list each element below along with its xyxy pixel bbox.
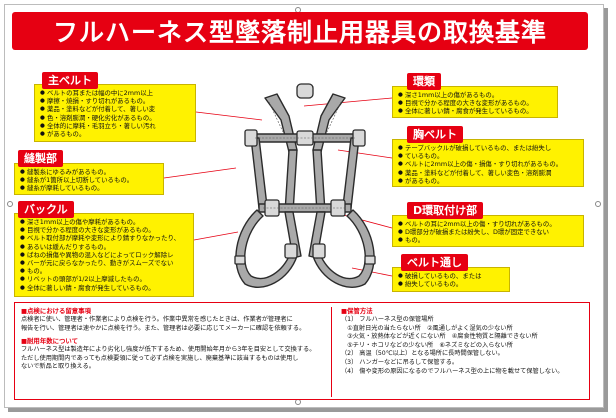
stitch-lines [255, 101, 355, 209]
right-shoulder-strap [312, 93, 346, 153]
list-item: 全体に著しい錆・腐食が発生しているもの。 [20, 284, 188, 292]
list-item: 紛失しているもの。 [398, 280, 504, 288]
storage-line: ③火気・放熱体などが近くにない所 ④腐食性物質と隔離できない所 [341, 333, 538, 341]
right-side-strap [342, 137, 360, 209]
left-shoulder-strap [264, 93, 298, 153]
list-item: バーが元に戻らなかったり、動きがスムーズでない [20, 259, 188, 267]
list-item: 縫糸が摩耗しているもの。 [20, 184, 158, 192]
left-leg-buckle [284, 243, 298, 259]
label-main-belt: 主ベルト [42, 72, 98, 89]
storage-heading: ■保管方法 [341, 307, 373, 315]
list-item: 深さ1mm以上の傷や摩耗があるもの。 [20, 218, 188, 226]
harness-hardware [234, 83, 376, 265]
label-stitching: 縫製部 [18, 150, 63, 167]
list-item: ベルトの耳または幅の中に2mm以上 [40, 89, 190, 97]
full-harness-illustration [234, 83, 376, 288]
label-rings: 環類 [407, 73, 441, 90]
list-stitching: 縫製糸にゆるみがあるもの。 縫糸が1箇所以上切断しているもの。 縫糸が摩耗してい… [20, 168, 158, 193]
list-item: もの。 [398, 236, 578, 244]
list-item: あるいは緩んだりするもの。 [20, 243, 188, 251]
list-item: 薬品・塗料などが付着して、著しい変 [40, 105, 190, 113]
list-item: 縫製糸にゆるみがあるもの。 [20, 168, 158, 176]
list-item: があるもの。 [398, 177, 578, 185]
label-d-ring-attachment: D環取付け部 [407, 202, 484, 219]
box-rings: 深さ1mm以上の傷があるもの。 目視で分かる程度の大きな変形があるもの。 全体に… [392, 86, 558, 118]
list-item: 摩擦・焼損・すり切れがあるもの。 [40, 97, 190, 105]
list-d-ring-attachment: ベルトの耳に2mm以上の傷・すり切れがあるもの。 D環部分が破損または紛失し、D… [398, 220, 578, 245]
left-side-strap [250, 137, 268, 209]
list-item: ばねの損傷や異物の混入などによってロック解除レ [20, 251, 188, 259]
list-item: ベルトに2mm以上の傷・損傷・すり切れがあるもの。 [398, 160, 578, 168]
list-main-belt: ベルトの耳または幅の中に2mm以上 摩擦・焼損・すり切れがあるもの。 薬品・塗料… [40, 89, 190, 138]
inspection-notes-heading: ■点検における留意事項 [21, 307, 91, 315]
storage-line: （1） フルハーネス型の保管場所 [341, 316, 434, 323]
label-belt-loop: ベルト通し [401, 254, 468, 271]
inspection-notes-line: 点検者に使い、管理者・作業者により点検を行う。作業中異常を感じたときは、作業者が… [21, 316, 293, 323]
list-buckle: 深さ1mm以上の傷や摩耗があるもの。 目視で分かる程度の大きな変形があるもの。 … [20, 218, 188, 292]
label-buckle: バックル [18, 201, 74, 218]
mount-hole [7, 201, 13, 207]
right-belt-loop-keeper [364, 255, 376, 265]
box-stitching: 縫製糸にゆるみがあるもの。 縫糸が1箇所以上切断しているもの。 縫糸が摩耗してい… [14, 163, 164, 195]
box-chest-belt: テープバックルが破損しているもの、または紛失し ているもの。 ベルトに2mm以上… [392, 139, 584, 187]
right-torso-strap [312, 149, 326, 213]
service-life-line: ただし使用期間内であっても点検要領に従って必ず点検を実施し、廃棄基準に該当するも… [21, 354, 299, 362]
title-banner: フルハーネス型墜落制止用器具の取換基準 [12, 12, 588, 50]
list-item: があるもの。 [40, 130, 190, 138]
service-life-line: ないで新品と取り換える。 [21, 363, 95, 371]
info-right-column: ■保管方法 （1） フルハーネス型の保管場所 ①直射日光の当たらない所 ②風通し… [341, 307, 585, 376]
list-item: 全体に著しい錆・腐食が発生しているもの。 [398, 107, 552, 115]
service-life-line: フルハーネス型は製造年により劣化し強度が低下するため、使用開始年月から3年を目安… [21, 346, 316, 354]
mount-hole [595, 201, 601, 207]
list-item: 破損しているもの、または [398, 272, 504, 280]
list-item: ているもの。 [398, 152, 578, 160]
storage-line: （3） ハンガーなどに吊るして保管する。 [341, 358, 459, 366]
box-d-ring-attachment: ベルトの耳に2mm以上の傷・すり切れがあるもの。 D環部分が破損または紛失し、D… [392, 215, 584, 247]
storage-line: ⑤チリ・ホコリなどの少ない所 ⑥ネズミなどの入らない所 [341, 341, 513, 349]
box-main-belt: ベルトの耳または幅の中に2mm以上 摩擦・焼損・すり切れがあるもの。 薬品・塗料… [34, 84, 196, 142]
list-item: リベットの頭部が1/2以上摩滅したもの。 [20, 275, 188, 283]
storage-line: （4） 傷や変形の原因になるのでフルハーネス型の上に物を載せて保管しない。 [341, 367, 564, 375]
list-belt-loop: 破損しているもの、または 紛失しているもの。 [398, 272, 504, 289]
list-item: ベルトの耳に2mm以上の傷・すり切れがあるもの。 [398, 220, 578, 228]
left-torso-strap [284, 149, 298, 213]
column-divider [331, 307, 332, 397]
info-panel: ■点検における留意事項 点検者に使い、管理者・作業者により点検を行う。作業中異常… [14, 302, 590, 400]
box-buckle: 深さ1mm以上の傷や摩耗があるもの。 目視で分かる程度の大きな変形があるもの。 … [14, 213, 194, 297]
service-life-heading: ■耐用年数について [21, 337, 78, 346]
list-item: 色・溶剤膨潤・硬化劣化があるもの。 [40, 114, 190, 122]
left-belt-loop-keeper [234, 255, 246, 265]
list-item: 目視で分かる程度の大きな変形があるもの。 [398, 99, 552, 107]
list-item: テープバックルが破損しているもの、または紛失し [398, 144, 578, 152]
list-item: D環部分が破損または紛失し、D環が固定できない [398, 228, 578, 236]
inspection-notes-line: 報告を行い、管理者は速やかに点検を行う。また、管理者は必要に応じてメーカーに確認… [21, 324, 306, 332]
list-item: 全体的に摩耗・毛羽立ち・著しい汚れ [40, 122, 190, 130]
list-item: 深さ1mm以上の傷があるもの。 [398, 91, 552, 99]
list-rings: 深さ1mm以上の傷があるもの。 目視で分かる程度の大きな変形があるもの。 全体に… [398, 91, 552, 116]
label-chest-belt: 胸ベルト [407, 126, 463, 143]
list-item: ベルト取付部が摩耗や変形により錆すりなかったり、 [20, 234, 188, 242]
page-title: フルハーネス型墜落制止用器具の取換基準 [52, 18, 547, 47]
back-d-ring [296, 83, 314, 99]
list-chest-belt: テープバックルが破損しているもの、または紛失し ているもの。 ベルトに2mm以上… [398, 144, 578, 185]
info-left-column: ■点検における留意事項 点検者に使い、管理者・作業者により点検を行う。作業中異常… [21, 307, 321, 372]
storage-line: ①直射日光の当たらない所 ②風通しがよく湿気の少ない所 [341, 324, 513, 332]
list-item: もの。 [20, 267, 188, 275]
list-item: 縫糸が1箇所以上切断しているもの。 [20, 176, 158, 184]
list-item: 薬品・塗料などが付着して、著しい変色・溶剤膨潤 [398, 169, 578, 177]
list-item: 目視で分かる程度の大きな変形があるもの。 [20, 226, 188, 234]
harness-straps [235, 93, 375, 288]
storage-line: （2） 高温（50℃以上）となる場所に長時間保管しない。 [341, 350, 504, 358]
right-leg-buckle [312, 243, 326, 259]
